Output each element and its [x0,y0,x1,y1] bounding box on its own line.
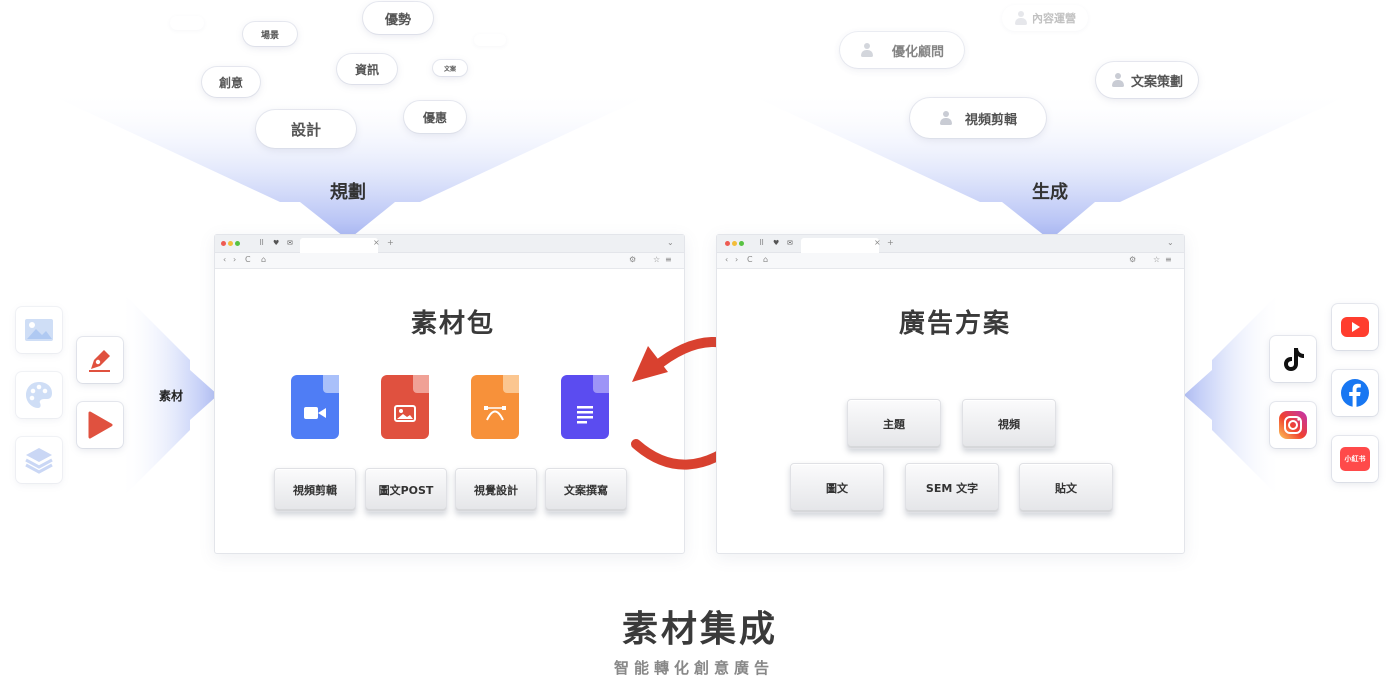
image-icon [25,319,53,341]
browser-tab[interactable] [801,238,879,253]
top-right-funnel [740,90,1360,240]
home-icon[interactable]: ⌂ [261,255,267,264]
heart-icon: ♥ [273,239,280,247]
image-text-button[interactable]: 圖文 [790,463,884,513]
back-icon[interactable]: ‹ [223,255,227,264]
tag-info: 資訊 [337,54,397,84]
tab-close-icon[interactable]: × [874,238,881,247]
browser-address-bar[interactable]: ‹ › C ⌂ ⚙ ☆ ≡ [215,253,684,269]
plan-label: 規劃 [330,182,366,203]
chevron-down-icon[interactable]: ⌄ [667,238,674,247]
heart-icon: ♥ [773,239,780,247]
star-icon[interactable]: ☆ [653,255,661,264]
person-icon [1111,73,1125,87]
instagram-tile [1270,402,1316,448]
settings-icon[interactable]: ⚙ [1129,255,1137,264]
xiaohongshu-icon: 小紅书 [1340,447,1370,471]
tag-copy-planning: 文案策劃 [1096,62,1198,98]
generate-label: 生成 [1032,182,1068,203]
maximize-dot [739,241,744,246]
instagram-icon [1279,411,1307,439]
youtube-icon [1341,317,1369,337]
tag-video-editing: 視頻剪輯 [910,98,1046,138]
video-button[interactable]: 視頻 [962,399,1056,449]
material-pack-window: ⠿ ♥ ✉ × + ⌄ ‹ › C ⌂ ⚙ ☆ ≡ 素材包 [214,234,685,554]
palette-tool-tile [16,372,62,418]
reload-icon[interactable]: C [747,255,753,264]
forward-icon[interactable]: › [735,255,739,264]
settings-icon[interactable]: ⚙ [629,255,637,264]
xiaohongshu-label: 小紅书 [1344,455,1366,463]
new-tab-icon[interactable]: + [887,238,894,247]
browser-tab[interactable] [300,238,378,253]
layers-icon [25,448,53,474]
tag-design: 設計 [256,110,356,148]
facebook-tile [1332,370,1378,416]
youtube-tile [1332,304,1378,350]
star-icon[interactable]: ☆ [1153,255,1161,264]
sem-text-button[interactable]: SEM 文字 [905,463,999,513]
browser-tab-bar: ⠿ ♥ ✉ × + ⌄ [717,235,1184,253]
subtitle: 智能轉化創意廣告 [614,659,775,677]
maximize-dot [235,241,240,246]
play-tool-tile [77,402,123,448]
tab-close-icon[interactable]: × [373,238,380,247]
tag-copy: 文案 [433,60,467,76]
xiaohongshu-tile: 小紅书 [1332,436,1378,482]
ad-plan-window: ⠿ ♥ ✉ × + ⌄ ‹ › C ⌂ ⚙ ☆ ≡ 廣告方案 主題 視頻 圖文 … [716,234,1185,554]
grid-icon: ⠿ [259,239,265,247]
person-icon [860,43,874,57]
home-icon[interactable]: ⌂ [763,255,769,264]
browser-tab-bar: ⠿ ♥ ✉ × + ⌄ [215,235,684,253]
material-pack-title: 素材包 [411,309,496,339]
facebook-icon [1341,379,1369,407]
blank-tag [170,16,204,30]
minimize-dot [732,241,737,246]
close-dot [725,241,730,246]
theme-button[interactable]: 主題 [847,399,941,449]
palette-icon [26,382,52,408]
tag-scene: 場景 [243,22,297,46]
tag-advantage: 優勢 [363,2,433,34]
left-side-funnel [120,290,218,500]
tiktok-icon [1284,348,1304,371]
right-side-funnel [1184,290,1282,500]
tag-discount: 優惠 [404,101,466,133]
forward-icon[interactable]: › [233,255,237,264]
tag-content-ops: 內容運營 [1002,5,1088,31]
browser-address-bar[interactable]: ‹ › C ⌂ ⚙ ☆ ≡ [717,253,1184,269]
ad-plan-title: 廣告方案 [899,309,1012,339]
person-icon [1014,11,1028,25]
main-title: 素材集成 [622,609,779,650]
grid-icon: ⠿ [759,239,765,247]
new-tab-icon[interactable]: + [387,238,394,247]
blank-tag [474,34,506,46]
play-icon [88,411,113,439]
minimize-dot [228,241,233,246]
back-icon[interactable]: ‹ [725,255,729,264]
close-dot [221,241,226,246]
chevron-down-icon[interactable]: ⌄ [1167,238,1174,247]
pen-icon [89,350,110,372]
mail-icon: ✉ [787,239,793,247]
image-post-button[interactable]: 圖文POST [365,468,447,512]
material-label: 素材 [159,389,184,403]
layers-tool-tile [16,437,62,483]
pen-tool-tile [77,337,123,383]
menu-icon[interactable]: ≡ [665,255,672,264]
person-icon [939,111,953,125]
tiktok-tile [1270,336,1316,382]
mail-icon: ✉ [287,239,293,247]
image-tool-tile [16,307,62,353]
visual-design-button[interactable]: 視覺設計 [455,468,537,512]
video-editing-button[interactable]: 視頻剪輯 [274,468,356,512]
menu-icon[interactable]: ≡ [1165,255,1172,264]
top-left-funnel [40,90,660,240]
copywriting-button[interactable]: 文案撰寫 [545,468,627,512]
post-button[interactable]: 貼文 [1019,463,1113,513]
reload-icon[interactable]: C [245,255,251,264]
tag-creative: 創意 [202,67,260,97]
tag-optimization-consultant: 優化顧問 [840,32,964,68]
